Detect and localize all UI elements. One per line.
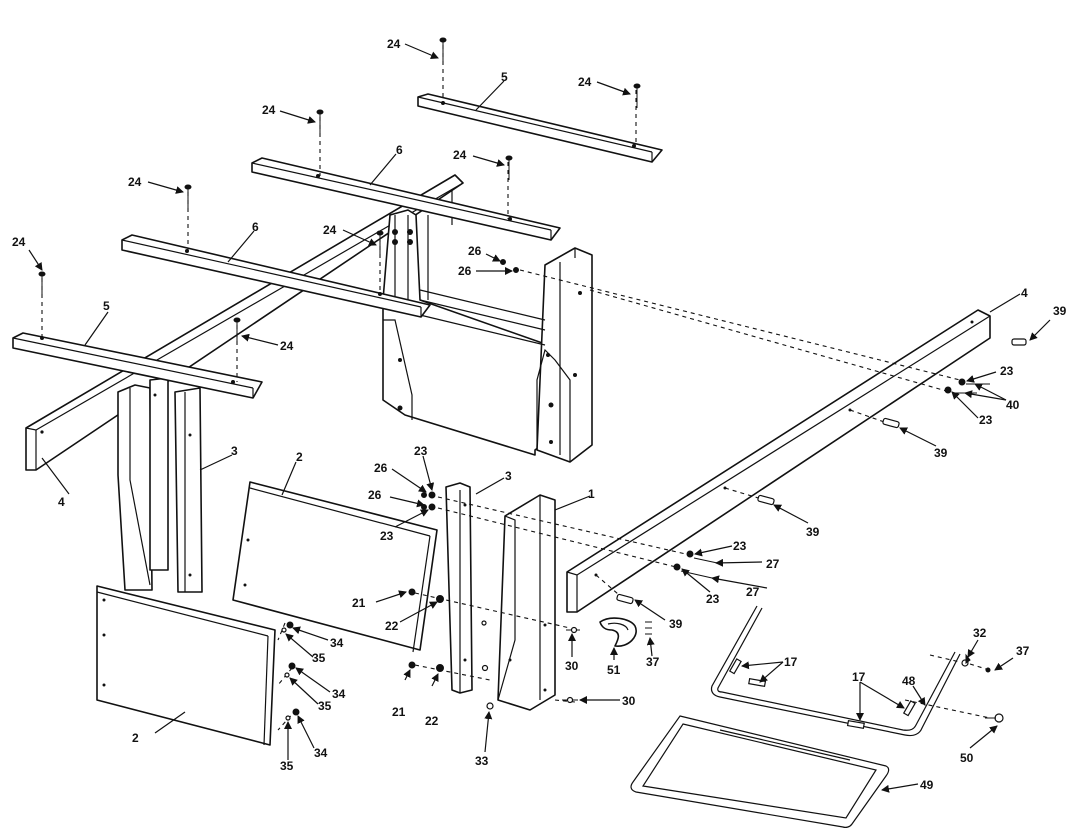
callout-24: 24 bbox=[387, 37, 401, 51]
callout-22: 22 bbox=[425, 714, 439, 728]
callout-35: 35 bbox=[280, 759, 294, 773]
rail-4-right bbox=[566, 309, 991, 613]
callout-37: 37 bbox=[646, 655, 660, 669]
callout-39: 39 bbox=[669, 617, 683, 631]
callout-1: 1 bbox=[588, 487, 595, 501]
leader-arrows bbox=[28, 43, 1051, 793]
callout-50: 50 bbox=[960, 751, 974, 765]
callout-39: 39 bbox=[934, 446, 948, 460]
leg-1-right bbox=[497, 494, 556, 711]
tray-49 bbox=[630, 715, 890, 828]
callout-21: 21 bbox=[352, 596, 366, 610]
callout-32: 32 bbox=[973, 626, 987, 640]
callout-24: 24 bbox=[578, 75, 592, 89]
callout-23: 23 bbox=[733, 539, 747, 553]
callout-24: 24 bbox=[323, 223, 337, 237]
callout-2: 2 bbox=[296, 450, 303, 464]
callout-21: 21 bbox=[392, 705, 406, 719]
callout-24: 24 bbox=[453, 148, 467, 162]
assembly-lines bbox=[41, 45, 991, 731]
leg-3-middle bbox=[445, 482, 473, 694]
callout-30: 30 bbox=[565, 659, 579, 673]
callout-6: 6 bbox=[396, 143, 403, 157]
guard-frame-48 bbox=[710, 605, 961, 737]
screw-24-d bbox=[505, 155, 513, 180]
screw-24-e bbox=[184, 184, 192, 210]
callout-35: 35 bbox=[318, 699, 332, 713]
callout-26: 26 bbox=[374, 461, 388, 475]
callout-27: 27 bbox=[766, 557, 780, 571]
screw-24-g bbox=[38, 271, 46, 298]
bracket-51 bbox=[599, 617, 652, 647]
callout-26: 26 bbox=[458, 264, 472, 278]
cross-bar-5-left bbox=[12, 332, 263, 399]
callout-2: 2 bbox=[132, 731, 139, 745]
rear-leg-assembly bbox=[382, 209, 593, 463]
callout-3: 3 bbox=[231, 444, 238, 458]
callout-17: 17 bbox=[784, 655, 798, 669]
small-hardware bbox=[281, 259, 1027, 723]
callout-34: 34 bbox=[314, 746, 328, 760]
screw-24-c bbox=[316, 109, 324, 136]
callout-49: 49 bbox=[920, 778, 934, 792]
callout-27: 27 bbox=[746, 585, 760, 599]
callout-3: 3 bbox=[505, 469, 512, 483]
callout-6: 6 bbox=[252, 220, 259, 234]
cross-bar-6-upper bbox=[251, 157, 561, 241]
callout-23: 23 bbox=[414, 444, 428, 458]
callout-37: 37 bbox=[1016, 644, 1030, 658]
callout-23: 23 bbox=[1000, 364, 1014, 378]
cross-bar-5-top bbox=[417, 93, 663, 163]
callout-4: 4 bbox=[58, 495, 65, 509]
callout-5: 5 bbox=[501, 70, 508, 84]
callout-17: 17 bbox=[852, 670, 866, 684]
front-left-leg-assembly bbox=[117, 377, 203, 593]
callout-34: 34 bbox=[332, 687, 346, 701]
side-panel-2-lower bbox=[96, 585, 276, 746]
screw-24-b bbox=[633, 83, 641, 108]
callout-24: 24 bbox=[280, 339, 294, 353]
callout-51: 51 bbox=[607, 663, 621, 677]
cross-bar-6-lower bbox=[121, 234, 431, 318]
callout-23: 23 bbox=[706, 592, 720, 606]
callout-23: 23 bbox=[380, 529, 394, 543]
callout-39: 39 bbox=[806, 525, 820, 539]
callout-48: 48 bbox=[902, 674, 916, 688]
callout-40: 40 bbox=[1006, 398, 1020, 412]
side-panel-2-upper bbox=[232, 481, 438, 653]
callout-4: 4 bbox=[1021, 286, 1028, 300]
callout-24: 24 bbox=[262, 103, 276, 117]
callout-labels: 24 5 24 24 6 24 24 24 6 24 26 26 4 39 5 … bbox=[12, 37, 1067, 792]
callout-23: 23 bbox=[979, 413, 993, 427]
callout-34: 34 bbox=[330, 636, 344, 650]
callout-30: 30 bbox=[622, 694, 636, 708]
screws-24 bbox=[38, 37, 641, 344]
screw-24-h bbox=[233, 317, 241, 344]
callout-35: 35 bbox=[312, 651, 326, 665]
callout-22: 22 bbox=[385, 619, 399, 633]
callout-24: 24 bbox=[12, 235, 26, 249]
callout-24: 24 bbox=[128, 175, 142, 189]
callout-33: 33 bbox=[475, 754, 489, 768]
callout-26: 26 bbox=[368, 488, 382, 502]
callout-5: 5 bbox=[103, 299, 110, 313]
screw-24-a bbox=[439, 37, 447, 62]
callout-39: 39 bbox=[1053, 304, 1067, 318]
screw-24-f bbox=[376, 230, 384, 258]
callout-26: 26 bbox=[468, 244, 482, 258]
